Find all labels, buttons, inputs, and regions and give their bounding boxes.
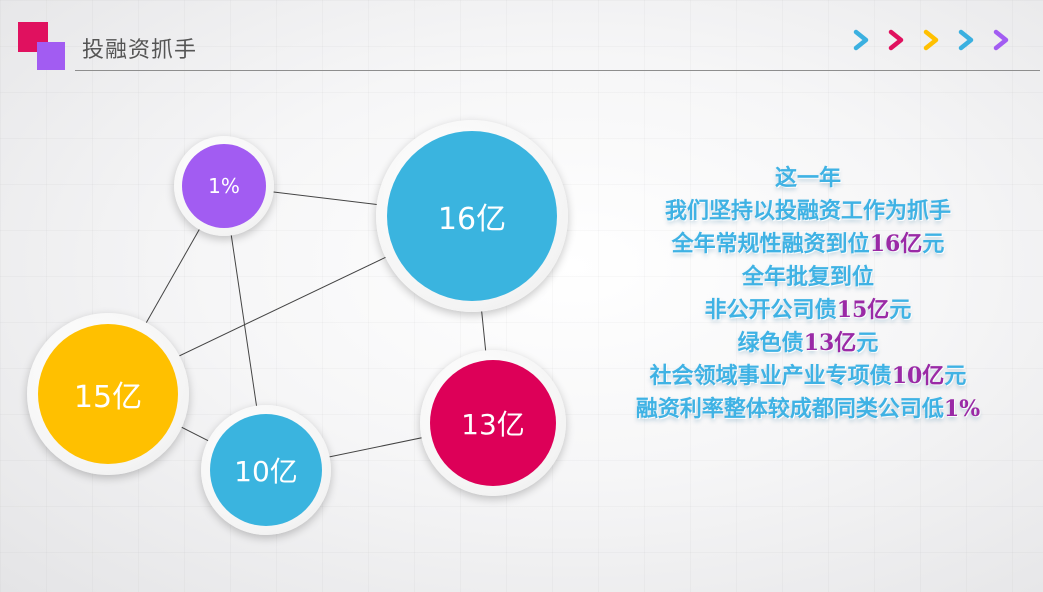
chevron-right-icon — [993, 29, 1009, 51]
chevron-right-icon — [958, 29, 974, 51]
chevron-right-icon — [923, 29, 939, 51]
circle-blue-big: 16亿 — [387, 131, 557, 301]
circle-purple: 1% — [182, 144, 266, 228]
circle-blue-small: 10亿 — [210, 414, 322, 526]
summary-text: 这一年 我们坚持以投融资工作为抓手 全年常规性融资到位16亿元 全年批复到位 非… — [598, 162, 1018, 426]
title-underline — [75, 70, 1040, 71]
chevron-decoration — [853, 29, 1009, 51]
circle-label: 13亿 — [461, 408, 525, 441]
summary-line-1: 这一年 — [774, 165, 841, 191]
highlight-value: 10亿 — [891, 363, 945, 389]
highlight-value: 16亿 — [869, 231, 923, 257]
highlight-value: 15亿 — [836, 297, 890, 323]
summary-line-4: 全年批复到位 — [741, 264, 874, 290]
bubble-blue-big: 16亿 — [376, 120, 568, 312]
circle-label: 16亿 — [437, 202, 507, 237]
highlight-value: 13亿 — [803, 330, 857, 356]
summary-line-3: 全年常规性融资到位16亿元 — [671, 231, 945, 257]
circle-yellow: 15亿 — [38, 324, 178, 464]
chevron-right-icon — [888, 29, 904, 51]
summary-line-2: 我们坚持以投融资工作为抓手 — [664, 198, 951, 224]
circle-label: 15亿 — [73, 380, 143, 415]
bubble-yellow: 15亿 — [27, 313, 189, 475]
summary-line-6: 绿色债13亿元 — [737, 330, 879, 356]
bubble-blue-small: 10亿 — [201, 405, 331, 535]
bubble-purple: 1% — [174, 136, 274, 236]
bubble-crimson: 13亿 — [420, 350, 566, 496]
chevron-right-icon — [853, 29, 869, 51]
summary-line-5: 非公开公司债15亿元 — [704, 297, 912, 323]
summary-line-7: 社会领域事业产业专项债10亿元 — [649, 363, 967, 389]
logo-square-purple — [37, 42, 65, 70]
highlight-value: 1% — [943, 396, 981, 422]
summary-line-8: 融资利率整体较成都同类公司低1% — [635, 396, 981, 422]
circle-crimson: 13亿 — [430, 360, 556, 486]
circle-label: 10亿 — [234, 455, 298, 488]
page-title: 投融资抓手 — [82, 38, 198, 63]
circle-label: 1% — [208, 174, 240, 198]
